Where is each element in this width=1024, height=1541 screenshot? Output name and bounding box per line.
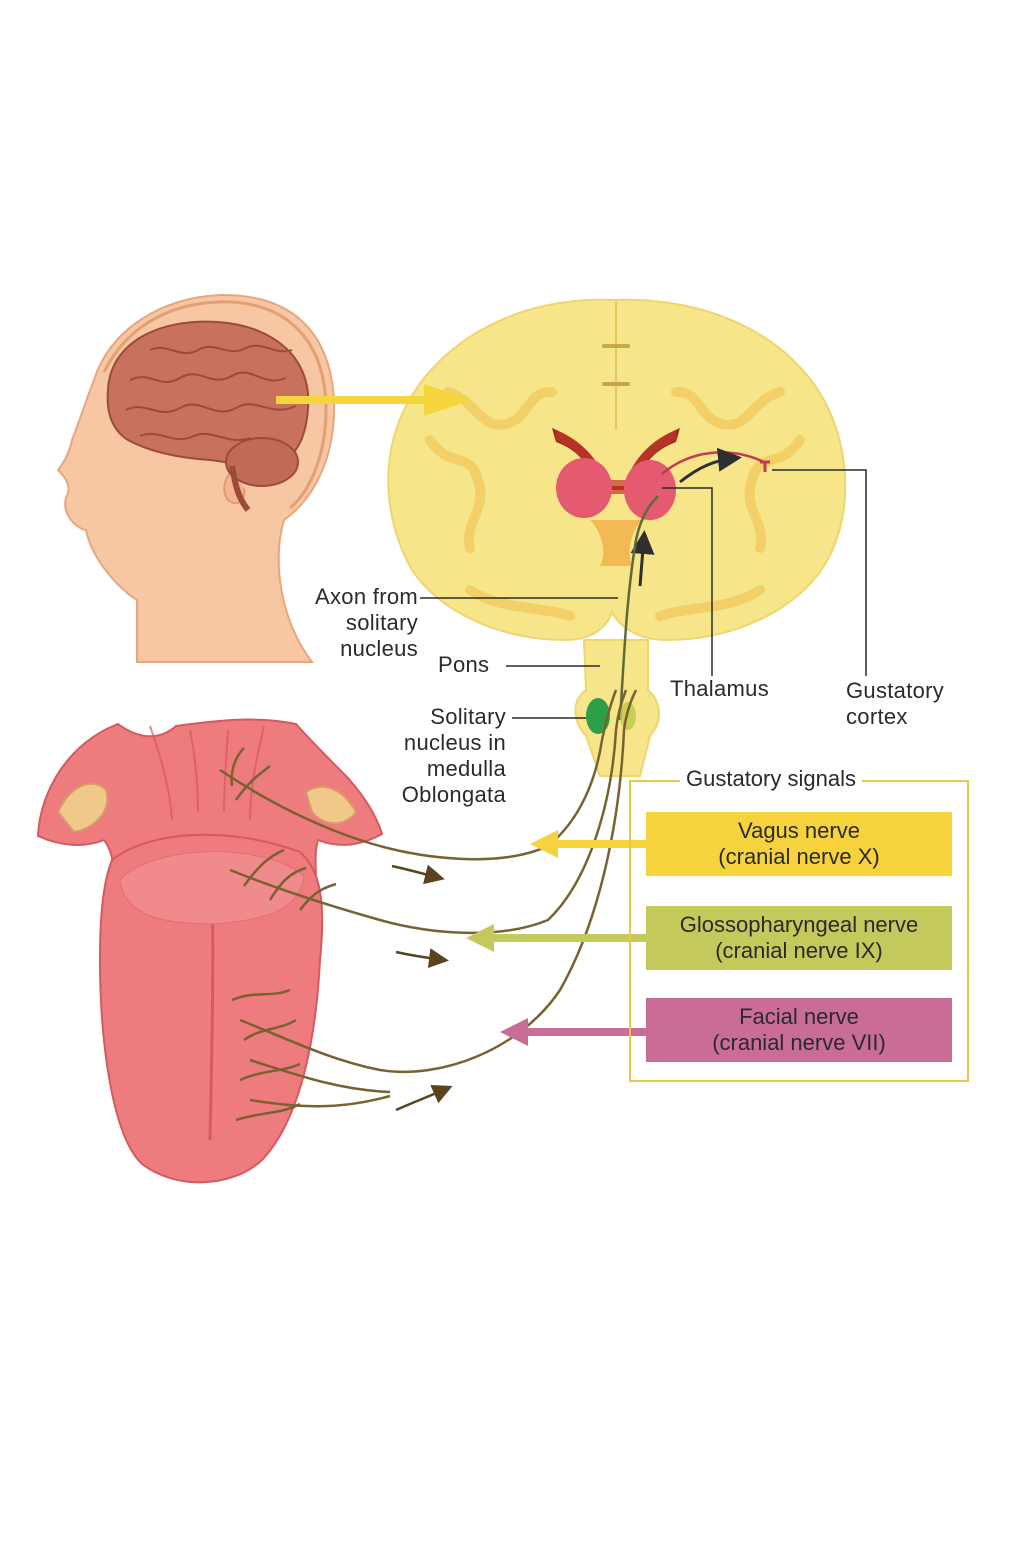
tongue — [36, 718, 384, 1184]
glosso-arrow-shaft — [490, 934, 646, 942]
thalamus-left — [556, 458, 612, 518]
brainstem-section — [574, 639, 660, 777]
glosso-arrowhead — [466, 924, 494, 952]
glossopharyngeal-nerve-number: (cranial nerve IX) — [715, 938, 883, 963]
vagus-branches — [230, 747, 271, 801]
axon-label-line-1: Axon from — [315, 584, 418, 609]
head-to-brain-arrowhead — [424, 384, 472, 416]
tonsil-left — [56, 782, 109, 834]
facial-fiber-1 — [239, 729, 626, 1074]
stem-fibers — [600, 689, 638, 741]
fissure-marks — [602, 344, 630, 386]
tonsil-right — [304, 785, 358, 825]
axon-label-line-2: solitary — [345, 610, 418, 635]
gustatory-cortex-line-1: Gustatory — [846, 678, 945, 703]
cerebrum-section — [387, 298, 847, 642]
facial-fiber-2 — [249, 1058, 391, 1094]
gustatory-signals-title: Gustatory signals — [680, 766, 862, 792]
axon-label: Axon from solitary nucleus — [268, 584, 418, 662]
head-profile — [56, 293, 336, 663]
gyri-texture — [425, 387, 805, 621]
scalp-line — [102, 300, 328, 510]
brain-section — [387, 298, 847, 777]
axon-pathway — [618, 495, 659, 721]
leader-lines — [420, 469, 867, 719]
signal-arrow-1 — [391, 864, 445, 885]
cortex-leader — [772, 469, 867, 676]
vagus-nerve-number: (cranial nerve X) — [718, 844, 880, 869]
glossopharyngeal-nerve-name: Glossopharyngeal nerve — [679, 912, 919, 937]
thalamus-to-cortex-pathway — [661, 451, 765, 475]
thalamus-leader — [662, 487, 713, 676]
thalamus-right — [624, 460, 676, 520]
solitary-nucleus-right — [620, 702, 636, 730]
facial-fiber-3 — [249, 1094, 391, 1108]
facial-nerve-box: Facial nerve (cranial nerve VII) — [646, 998, 952, 1062]
head-brainstem — [229, 465, 251, 512]
signal-arrow-2 — [395, 948, 449, 969]
gustatory-cortex-label: Gustatory cortex — [846, 678, 944, 730]
solitary-label-line-2: nucleus in — [403, 730, 506, 755]
legend-arrows — [466, 830, 646, 1046]
facial-arrow-shaft — [524, 1028, 646, 1036]
nerve-fibers — [219, 689, 638, 1122]
thalamus-label: Thalamus — [670, 676, 769, 701]
ventricles-gradient — [556, 430, 676, 494]
midbrain — [590, 520, 642, 566]
pons-label: Pons — [438, 652, 490, 677]
glosso-branches — [242, 848, 337, 911]
solitary-label-line-1: Solitary — [430, 704, 506, 729]
ascending-arrow-thalamus — [679, 447, 742, 484]
vagus-nerve-name: Vagus nerve — [738, 818, 860, 843]
solitary-label-line-4: Oblongata — [401, 782, 506, 807]
head-cerebellum — [225, 437, 299, 487]
facial-nerve-number: (cranial nerve VII) — [712, 1030, 886, 1055]
vagus-arrow-shaft — [554, 840, 646, 848]
brain-folds — [125, 344, 297, 442]
facial-arrowhead — [500, 1018, 528, 1046]
solitary-label-line-3: medulla — [426, 756, 506, 781]
ascending-arrow-stem — [630, 530, 655, 587]
vagus-fiber — [219, 739, 604, 861]
glossopharyngeal-nerve-box: Glossopharyngeal nerve (cranial nerve IX… — [646, 906, 952, 970]
facial-branches — [231, 988, 301, 1122]
solitary-label: Solitary nucleus in medulla Oblongata — [346, 704, 506, 808]
vagus-nerve-box: Vagus nerve (cranial nerve X) — [646, 812, 952, 876]
signal-arrow-3 — [395, 1084, 453, 1112]
vagus-arrowhead — [530, 830, 558, 858]
axon-label-line-3: nucleus — [340, 636, 418, 661]
gustatory-cortex-line-2: cortex — [846, 704, 908, 729]
pharynx-folds — [149, 725, 265, 821]
facial-nerve-name: Facial nerve — [739, 1004, 859, 1029]
